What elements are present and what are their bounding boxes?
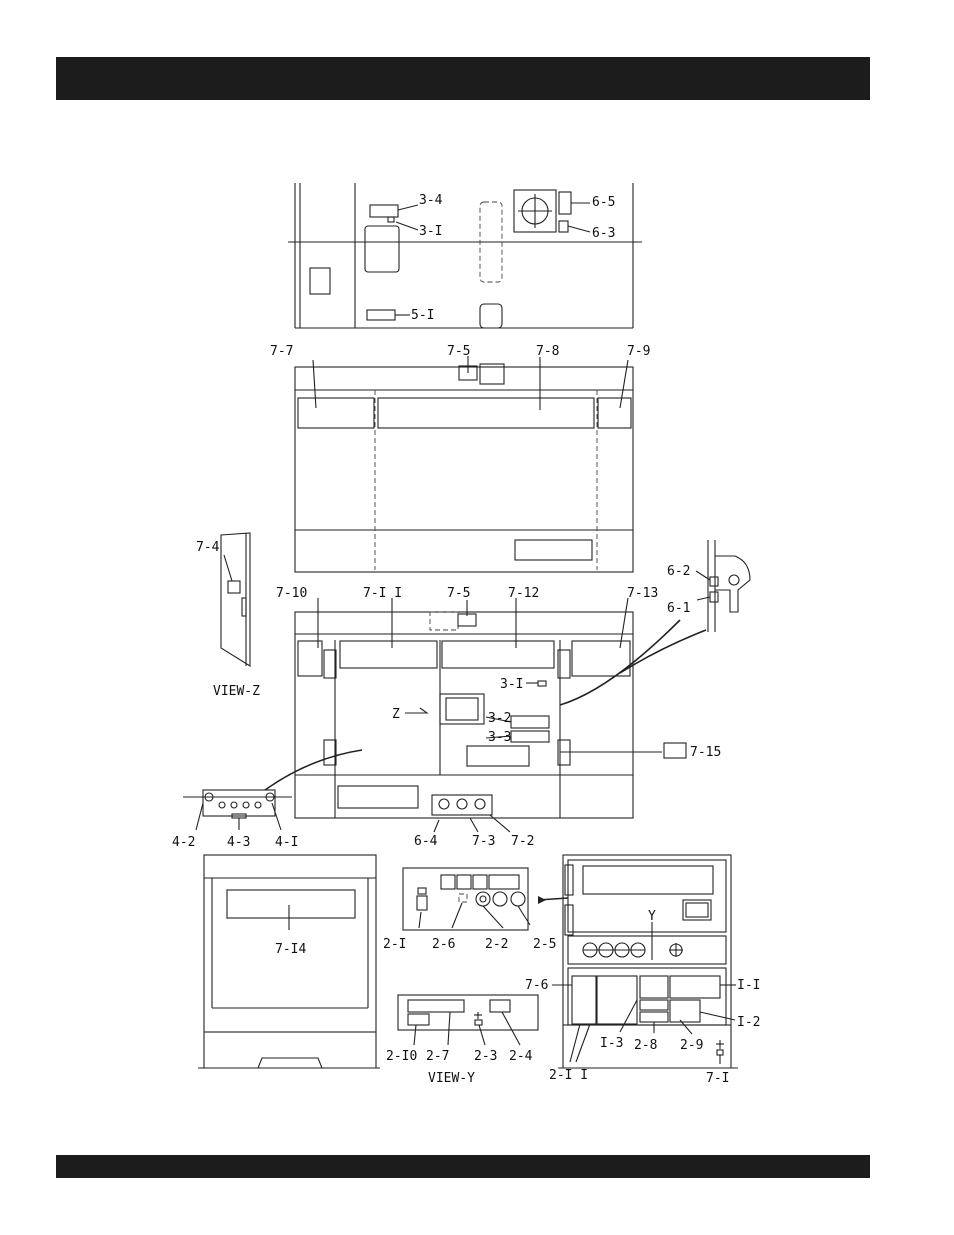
label-4-2: 4-2 [172,835,195,850]
label-2-9: 2-9 [680,1038,703,1053]
label-2-11: 2-I I [549,1068,588,1083]
label-3-1-mid: 3-I [500,677,523,692]
label-7-10: 7-10 [276,586,307,601]
label-6-2: 6-2 [667,564,690,579]
label-y: Y [648,909,656,924]
label-6-3: 6-3 [592,226,615,241]
top-view [288,183,642,328]
label-7-5-top: 7-5 [447,344,470,359]
label-7-9: 7-9 [627,344,650,359]
label-3-4: 3-4 [419,193,443,208]
panel-view [552,855,738,1068]
label-1-3: I-3 [600,1036,623,1051]
label-2-1: 2-I [383,937,406,952]
label-7-1: 7-I [706,1071,729,1086]
end-view [198,855,380,1068]
label-7-12: 7-12 [508,586,539,601]
control-panel-detail [403,868,568,930]
label-2-8: 2-8 [634,1038,657,1053]
label-6-1: 6-1 [667,601,690,616]
label-2-3: 2-3 [474,1049,497,1064]
label-2-10: 2-I0 [386,1049,417,1064]
label-2-4: 2-4 [509,1049,533,1064]
label-2-5: 2-5 [533,937,556,952]
label-6-4: 6-4 [414,834,438,849]
label-3-3: 3-3 [488,730,511,745]
label-7-14: 7-I4 [275,942,306,957]
label-2-2: 2-2 [485,937,508,952]
label-7-3: 7-3 [472,834,495,849]
battery-detail [183,790,292,830]
label-z: Z [392,707,400,722]
label-3-1-top: 3-I [419,224,442,239]
label-3-2: 3-2 [488,711,511,726]
label-7-11: 7-I I [363,586,402,601]
label-5-1: 5-I [411,308,434,323]
rear-view [295,356,633,572]
label-6-5: 6-5 [592,195,615,210]
front-view [265,598,686,832]
label-7-4: 7-4 [196,540,220,555]
label-7-15: 7-15 [690,745,721,760]
label-7-8: 7-8 [536,344,559,359]
label-1-1: I-I [737,978,760,993]
label-7-2: 7-2 [511,834,534,849]
label-7-7: 7-7 [270,344,293,359]
view-z-detail [221,533,250,666]
label-4-3: 4-3 [227,835,250,850]
label-2-6: 2-6 [432,937,455,952]
label-7-5-mid: 7-5 [447,586,470,601]
label-7-6: 7-6 [525,978,548,993]
label-4-1: 4-I [275,835,298,850]
view-y-detail [398,995,538,1045]
label-7-13: 7-13 [627,586,658,601]
label-1-2: I-2 [737,1015,760,1030]
label-2-7: 2-7 [426,1049,449,1064]
label-view-y: VIEW-Y [428,1071,475,1086]
label-view-z: VIEW-Z [213,684,260,699]
